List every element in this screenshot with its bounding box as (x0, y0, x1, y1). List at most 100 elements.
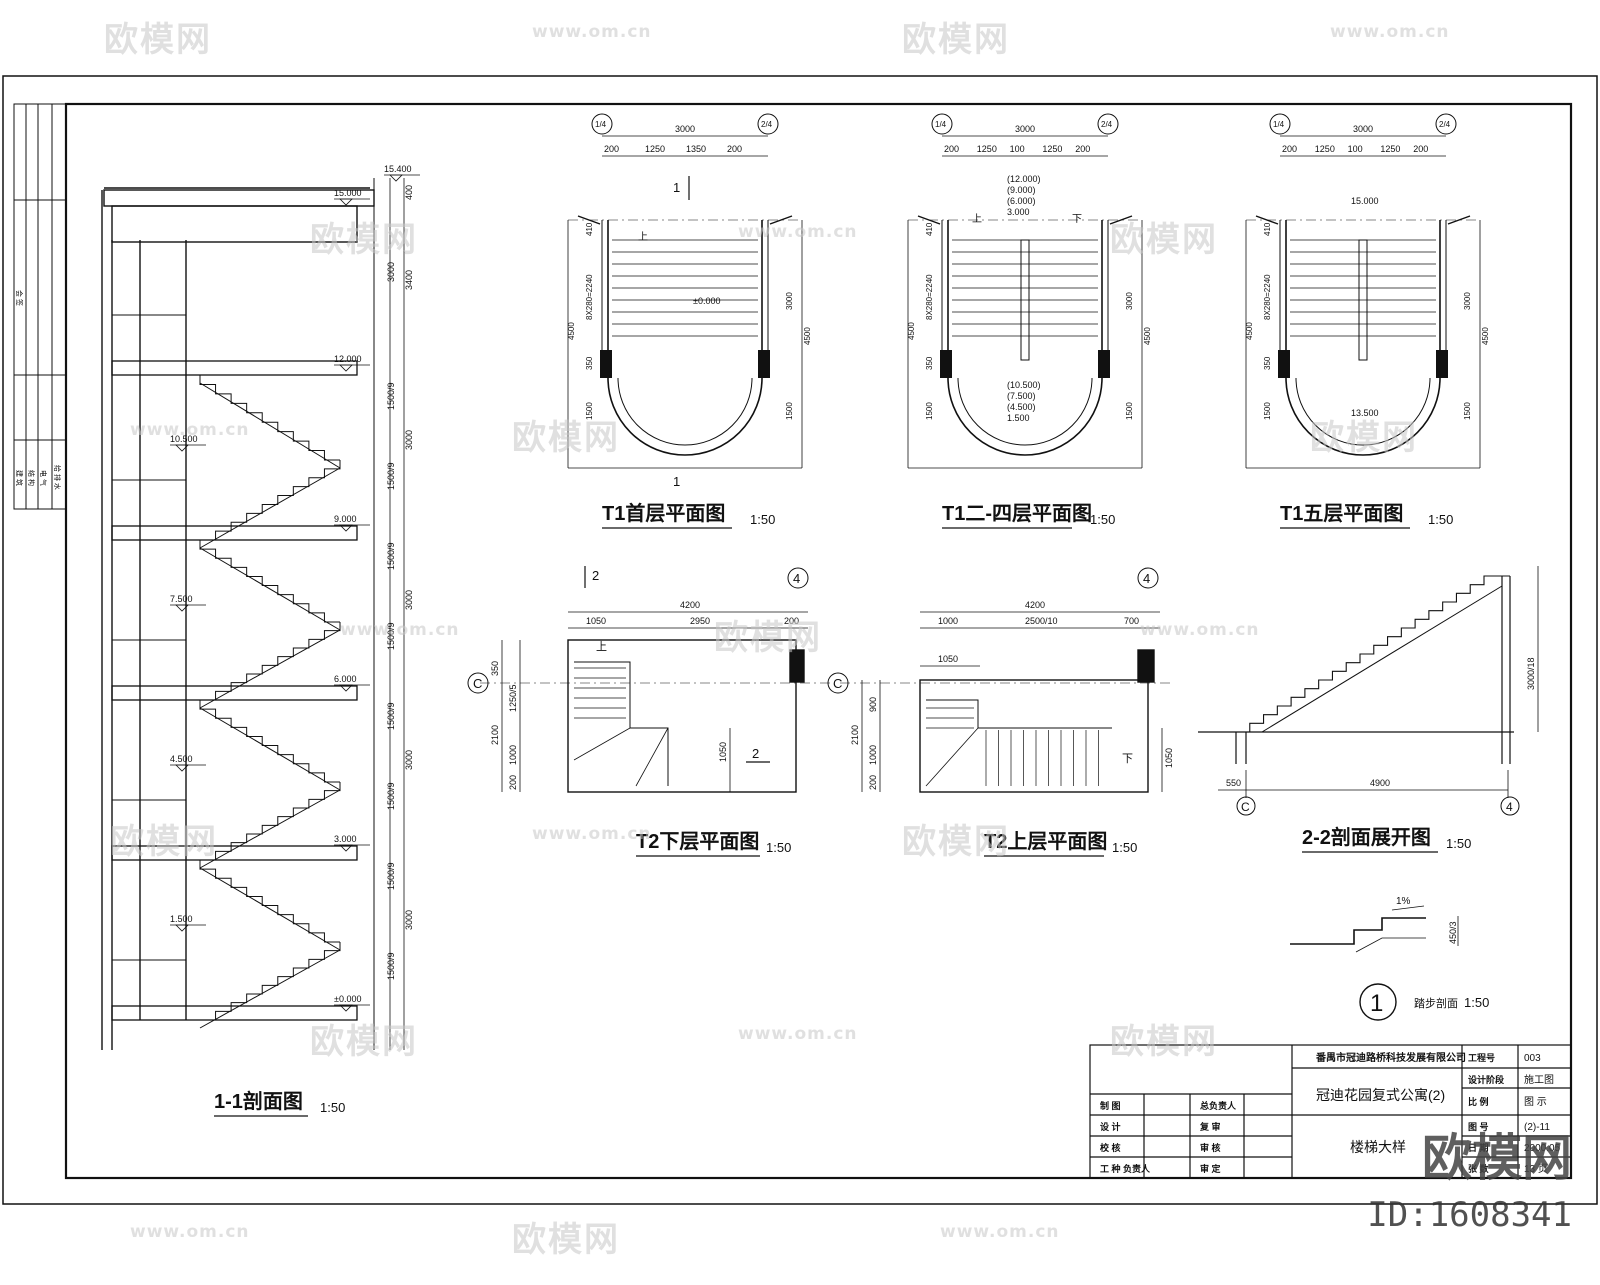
tb-value: 2000.05 (1524, 1143, 1561, 1154)
dim-left: 350 (1263, 356, 1272, 370)
stair-flight (199, 860, 340, 943)
elevation-marker (339, 684, 353, 692)
tb-key: 张 数 (1468, 1163, 1490, 1174)
s22-scale: 1:50 (1446, 836, 1471, 851)
watermark-logo: 欧模网 (714, 618, 822, 658)
plan-title: T1二-四层平面图 (942, 502, 1092, 525)
stamp-cell-water: 给 排 水 (53, 465, 62, 490)
tb-role-2: 总负责人 (1200, 1100, 1237, 1111)
step-detail-label: 踏步剖面 (1414, 996, 1458, 1010)
floor-slab (111, 845, 358, 861)
dim-left: 4500 (1245, 322, 1254, 340)
outer-frame (2, 75, 1598, 1205)
dim-left: 410 (1263, 222, 1272, 236)
section-floors (111, 314, 358, 1021)
dim-right: 3000 (1463, 292, 1472, 310)
dim-segment: 200 (944, 144, 959, 154)
t2-lower-axis-c: C (473, 676, 482, 691)
dim-segment: 200 (604, 144, 619, 154)
dimension-label: 1500/9 (386, 462, 396, 490)
elevation-marker (339, 524, 353, 532)
t2-upper-axis-4: 4 (1143, 571, 1150, 586)
axis-bubble-left (591, 113, 613, 135)
dim-left: 8X280=2240 (1263, 274, 1272, 320)
curved-wall-inner (617, 377, 753, 446)
axis-bubble-left (1269, 113, 1291, 135)
dimension-label: 3000 (386, 262, 396, 282)
elevation-marker (339, 198, 353, 206)
watermark-logo: 欧模网 (902, 822, 1010, 862)
elevation-marker (175, 764, 189, 772)
stair-flight (200, 622, 341, 701)
dim-left: 8X280=2240 (925, 274, 934, 320)
dim-left: 350 (585, 356, 594, 370)
dim-right: 1500 (1463, 402, 1472, 420)
wall-stub-right (769, 215, 793, 225)
watermark-url: www.om.cn (130, 1222, 250, 1242)
cut-label: 1 (673, 474, 680, 489)
stair-flight (200, 460, 341, 541)
level-label: (7.500) (1007, 391, 1036, 401)
floor-slab (111, 360, 358, 376)
watermark-url: www.om.cn (738, 1024, 858, 1044)
dimension-label: 1500/9 (386, 622, 396, 650)
tb-drawing-name: 楼梯大样 (1350, 1139, 1406, 1155)
tb-project: 冠迪花园复式公寓(2) (1316, 1087, 1445, 1103)
t2-lower-dim-l4: 1000 (508, 745, 518, 765)
elevation-marker (175, 924, 189, 932)
tb-role-2: 审 定 (1200, 1163, 1222, 1174)
t2-lower-dim-l5: 200 (508, 775, 518, 790)
elevation-marker (389, 174, 403, 182)
watermark-url: www.om.cn (532, 824, 652, 844)
watermark-url: www.om.cn (1140, 620, 1260, 640)
t2-upper-dim-l1: 900 (868, 697, 878, 712)
dim-segment: 100 (1010, 144, 1025, 154)
stair-flight (200, 942, 341, 1021)
elevation-marker (339, 364, 353, 372)
t2-upper-dim-l4: 200 (868, 775, 878, 790)
t2-lower-dim-c: 200 (784, 616, 799, 626)
section-dims: 4003400300030001500/91500/930001500/9150… (386, 185, 414, 980)
t2-lower-title: T2下层平面图 (636, 830, 759, 853)
up-label: 上 (638, 231, 648, 243)
elevation-label: 10.500 (170, 434, 198, 444)
dimension-label: 3000 (404, 910, 414, 930)
floor-slab (111, 1005, 358, 1021)
flight-soffit (199, 949, 341, 1029)
t2-lower-dim-l1: 350 (490, 661, 500, 676)
flight-soffit (199, 629, 341, 709)
section-2-2: 550 4900 3000/18 C 4 2-2剖面展开图 1:50 (1198, 566, 1539, 853)
elevation-marker (339, 844, 353, 852)
elevation-label: 4.500 (170, 754, 193, 764)
level-label: 3.000 (1007, 207, 1030, 217)
plan-title: T1首层平面图 (602, 501, 725, 525)
dim-total: 3000 (675, 124, 695, 134)
tb-value: 施工图 (1524, 1073, 1554, 1086)
step-detail: 1% 450/3 1 踏步剖面 1:50 (1290, 896, 1489, 1021)
dimension-label: 3000 (404, 750, 414, 770)
watermark-url: www.om.cn (1330, 22, 1450, 42)
cut-label: 1 (673, 180, 680, 195)
dim-left: 4500 (567, 322, 576, 340)
plan-scale: 1:50 (750, 512, 775, 527)
level-label: (9.000) (1007, 185, 1036, 195)
section-stairs (199, 375, 341, 1029)
stair-flight (200, 782, 341, 861)
curved-wall (1285, 377, 1441, 456)
dimension-label: 3000 (404, 590, 414, 610)
elevation-label: 6.000 (334, 674, 357, 684)
column-left (600, 350, 612, 378)
t2-lower-cut-label-a: 2 (592, 568, 599, 583)
elevation-label: ±0.000 (334, 994, 361, 1004)
tb-value: 图 示 (1524, 1096, 1547, 1108)
dim-segment: 200 (1075, 144, 1090, 154)
dim-left: 8X280=2240 (585, 274, 594, 320)
column-right (1098, 350, 1110, 378)
down-label: 下 (1072, 214, 1082, 225)
t2-upper-axis-c: C (833, 676, 842, 691)
tb-role-2: 复 审 (1199, 1121, 1221, 1132)
s22-axis-c: C (1241, 800, 1250, 814)
dim-left: 1500 (1263, 402, 1272, 420)
t2-upper-dim-r: 1050 (1164, 748, 1174, 768)
